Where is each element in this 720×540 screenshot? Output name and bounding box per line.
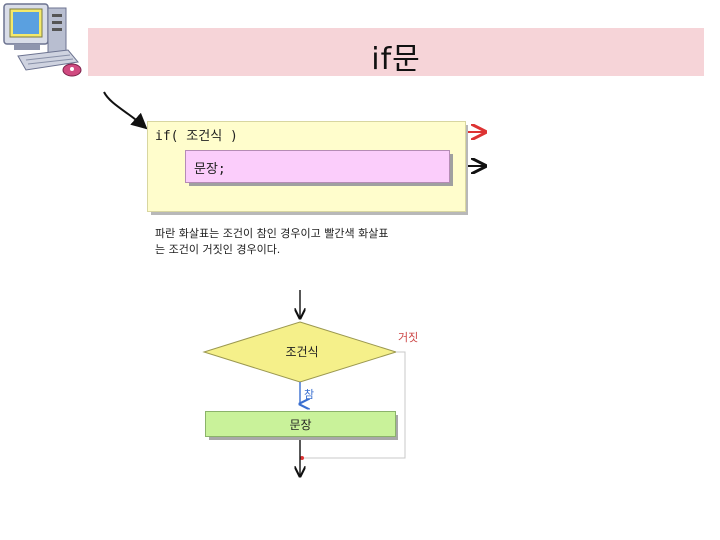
flow-statement-label: 문장	[206, 416, 395, 433]
true-label: 참	[304, 386, 314, 402]
statement-box: 문장;	[185, 150, 450, 183]
entry-arrow	[104, 92, 146, 128]
flow-statement-box: 문장	[205, 411, 396, 437]
statement-text: 문장;	[194, 158, 226, 177]
condition-label: 조건식	[262, 343, 342, 360]
if-condition-line: if( 조건식 )	[155, 125, 238, 144]
caption-line-2: 는 조건이 거짓인 경우이다.	[155, 242, 485, 258]
false-label: 거짓	[398, 329, 418, 345]
caption: 파란 화살표는 조건이 참인 경우이고 빨간색 화살표 는 조건이 거짓인 경우…	[155, 226, 485, 258]
caption-line-1: 파란 화살표는 조건이 참인 경우이고 빨간색 화살표	[155, 226, 485, 242]
